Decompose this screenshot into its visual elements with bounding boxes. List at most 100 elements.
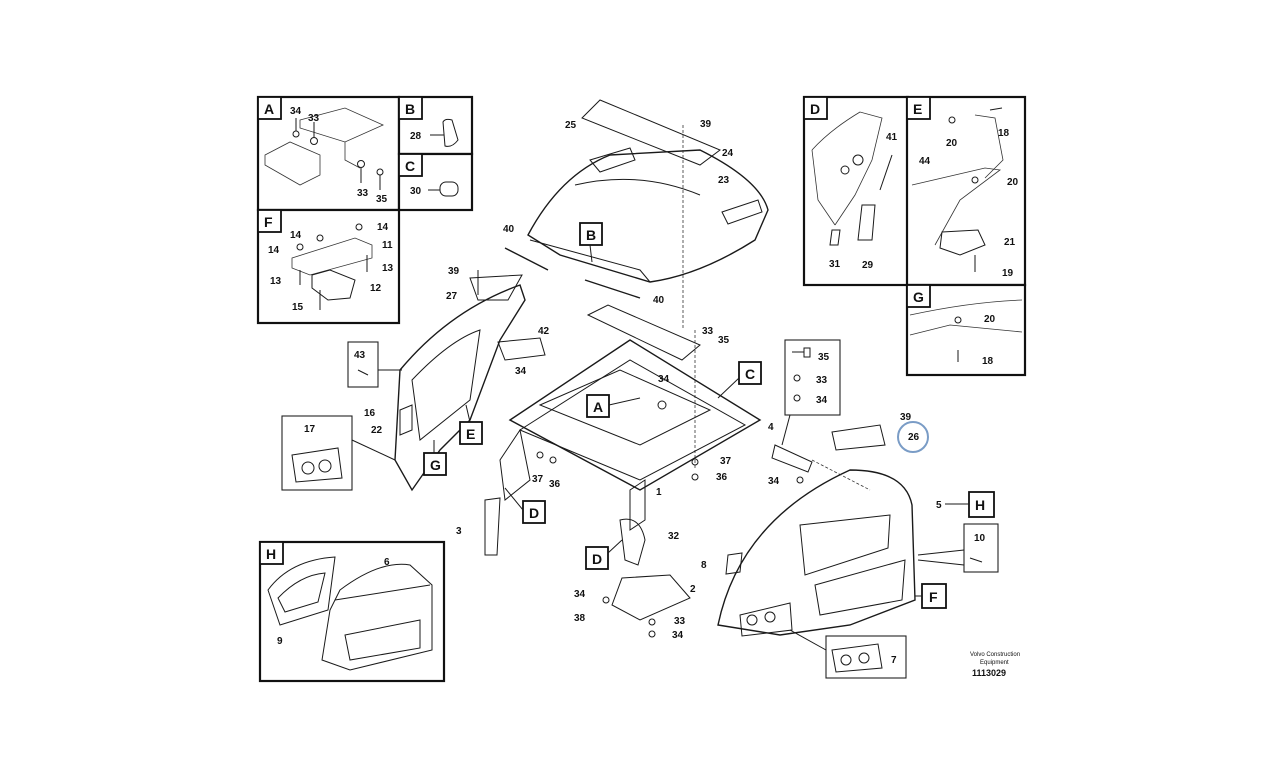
callout-23: 23 [718, 175, 730, 186]
footer-company-2: Equipment [980, 660, 1009, 666]
inset-h-label: H [266, 546, 276, 562]
callout-f-13a: 13 [270, 276, 282, 287]
callout-43: 43 [354, 350, 366, 361]
callout-e-20b: 20 [1007, 177, 1019, 188]
callout-24: 24 [722, 148, 734, 159]
callout-g-18: 18 [982, 356, 994, 367]
main-label-b: B [586, 227, 596, 243]
callout-2: 2 [690, 584, 696, 595]
callout-c-30: 30 [410, 186, 422, 197]
main-label-c: C [745, 366, 755, 382]
footer-drawing-id: 1113029 [972, 668, 1006, 678]
inset-e: E 20 18 44 20 21 19 [905, 95, 1027, 287]
callout-1: 1 [656, 487, 662, 498]
callout-d-31: 31 [829, 259, 841, 270]
callout-39b: 39 [448, 266, 460, 277]
callout-39a: 39 [700, 119, 712, 130]
callout-7: 7 [891, 655, 897, 666]
inset-c-label: C [405, 158, 415, 174]
callout-5: 5 [936, 500, 942, 511]
main-label-h: H [975, 497, 985, 513]
callout-33c: 33 [816, 375, 828, 386]
callout-16: 16 [364, 408, 376, 419]
callout-d-41: 41 [886, 132, 898, 143]
callout-33b: 33 [674, 616, 686, 627]
right-panel: 4 34 39 26 5 8 35 33 34 10 7 [701, 339, 999, 679]
callout-e-44: 44 [919, 156, 931, 167]
callout-38: 38 [574, 613, 586, 624]
callout-34b: 34 [658, 374, 670, 385]
callout-h-6: 6 [384, 557, 390, 568]
inset-c: C 30 [397, 152, 474, 212]
callout-17: 17 [304, 424, 316, 435]
callout-34d: 34 [672, 630, 684, 641]
callout-35b: 35 [818, 352, 830, 363]
callout-27: 27 [446, 291, 458, 302]
callout-34c: 34 [574, 589, 586, 600]
callout-b-28: 28 [410, 131, 422, 142]
callout-25: 25 [565, 120, 577, 131]
highlight-ring [897, 421, 929, 453]
inset-a-label: A [264, 101, 274, 117]
callout-f-14b: 14 [377, 222, 389, 233]
callout-33: 33 [702, 326, 714, 337]
inset-h: H 6 9 [258, 540, 446, 683]
callout-f-15: 15 [292, 302, 304, 313]
hood-assembly: 25 39 24 23 40 40 [503, 99, 769, 470]
callout-10: 10 [974, 533, 986, 544]
callout-a-33b: 33 [357, 188, 369, 199]
inset-b-label: B [405, 101, 415, 117]
callout-d-29: 29 [862, 260, 874, 271]
callout-g-20: 20 [984, 314, 996, 325]
callout-f-12: 12 [370, 283, 382, 294]
main-label-g: G [430, 457, 441, 473]
callout-26: 26 [908, 432, 920, 443]
callout-e-21: 21 [1004, 237, 1016, 248]
inset-f-label: F [264, 214, 273, 230]
callout-37a: 37 [532, 474, 544, 485]
callout-22: 22 [371, 425, 383, 436]
callout-a-35: 35 [376, 194, 388, 205]
callout-4: 4 [768, 422, 774, 433]
callout-35: 35 [718, 335, 730, 346]
callout-36b: 36 [716, 472, 728, 483]
callout-f-14a: 14 [290, 230, 302, 241]
callout-a-34: 34 [290, 106, 302, 117]
main-frame: 34 37 36 3 1 32 37 36 34 38 2 33 34 33 3… [456, 326, 762, 641]
callout-39c: 39 [900, 412, 912, 423]
main-label-d2: D [592, 551, 602, 567]
main-label-a: A [593, 399, 603, 415]
callout-f-14c: 14 [268, 245, 280, 256]
callout-e-20a: 20 [946, 138, 958, 149]
callout-32: 32 [668, 531, 680, 542]
callout-34a: 34 [515, 366, 527, 377]
callout-40a: 40 [503, 224, 515, 235]
footer-company: Volvo Construction [970, 652, 1020, 658]
callout-a-33: 33 [308, 113, 320, 124]
main-label-d1: D [529, 505, 539, 521]
inset-e-label: E [913, 101, 922, 117]
main-label-e: E [466, 426, 475, 442]
inset-g-label: G [913, 289, 924, 305]
inset-a: A 34 33 33 35 [256, 95, 401, 212]
callout-3: 3 [456, 526, 462, 537]
callout-h-9: 9 [277, 636, 283, 647]
callout-f-11: 11 [382, 240, 393, 251]
callout-e-18: 18 [998, 128, 1010, 139]
callout-34f: 34 [768, 476, 780, 487]
callout-37b: 37 [720, 456, 732, 467]
callout-f-13b: 13 [382, 263, 394, 274]
callout-8: 8 [701, 560, 707, 571]
inset-f: F 14 14 14 11 13 13 12 15 [256, 208, 401, 325]
callout-e-19: 19 [1002, 268, 1014, 279]
inset-d: D 41 31 29 [802, 95, 910, 287]
inset-b: B 28 [397, 95, 474, 156]
main-letter-callouts: A B C D D E G F H [423, 222, 995, 609]
inset-g: G 20 18 [905, 283, 1027, 377]
drawing-footer: Volvo Construction Equipment 1113029 [970, 652, 1020, 678]
callout-36a: 36 [549, 479, 561, 490]
main-label-f: F [929, 589, 938, 605]
inset-d-label: D [810, 101, 820, 117]
callout-34e: 34 [816, 395, 828, 406]
